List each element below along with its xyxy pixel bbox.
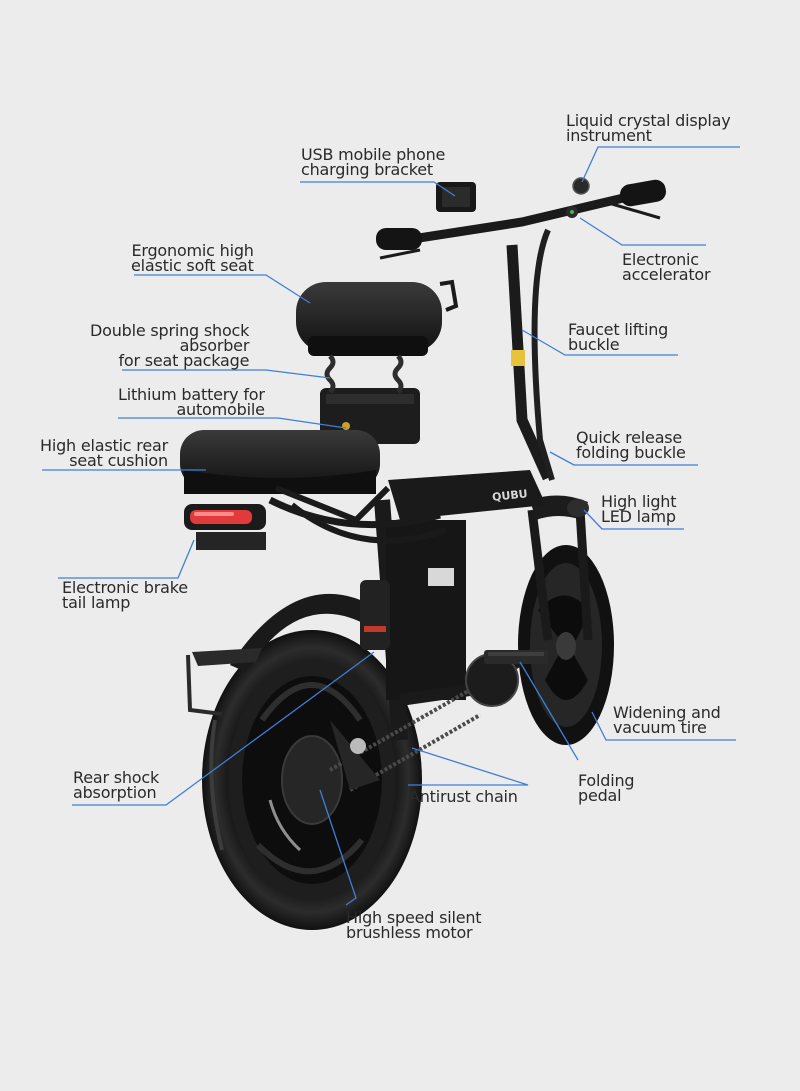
leader-led (583, 509, 684, 530)
leader-spring (122, 369, 331, 379)
front-wheel (518, 545, 614, 745)
callout-led: High light LED lamp (601, 492, 677, 526)
rear-seat (180, 430, 391, 524)
front-seat (296, 279, 459, 394)
leader-chain (408, 747, 529, 786)
leader-shock (72, 651, 375, 806)
callout-seat: Ergonomic high elastic soft seat (131, 241, 254, 275)
leader-lcd (581, 146, 740, 183)
callout-brake: Electronic brake tail lamp (62, 578, 188, 612)
leader-faucet (521, 329, 678, 356)
callout-faucet: Faucet lifting buckle (568, 320, 669, 354)
leader-battery (118, 417, 347, 429)
leader-brake (58, 539, 195, 579)
callout-quick: Quick release folding buckle (576, 428, 686, 462)
rear-wheel (202, 630, 422, 930)
callout-motor: High speed silent brushless motor (346, 908, 482, 942)
callout-lcd: Liquid crystal display instrument (566, 111, 731, 145)
leader-accel (579, 217, 706, 246)
drivetrain (329, 650, 548, 792)
callout-chain: Antirust chain (409, 787, 518, 806)
rear-fender (186, 593, 380, 716)
leader-usb (300, 181, 456, 197)
rear-shock (360, 580, 390, 650)
callout-accel: Electronic accelerator (622, 250, 711, 284)
callout-tire: Widening and vacuum tire (613, 703, 721, 737)
callout-shock: Rear shock absorption (73, 768, 160, 802)
callout-pedal: Folding pedal (578, 771, 635, 805)
leader-seat (134, 274, 311, 304)
frame-logo: QUBU (491, 487, 528, 504)
tail-lamp (184, 504, 266, 550)
leader-lines (42, 146, 740, 906)
leader-pedal (519, 661, 579, 761)
front-fork (527, 495, 593, 641)
callout-usb: USB mobile phone charging bracket (301, 145, 446, 179)
callout-battery: Lithium battery for automobile (118, 385, 265, 419)
leader-tire (591, 711, 736, 741)
callout-rear-seat: High elastic rear seat cushion (40, 436, 168, 470)
leader-motor (319, 789, 357, 906)
leader-quick (549, 451, 698, 466)
callout-spring: Double spring shock absorber for seat pa… (90, 321, 250, 370)
